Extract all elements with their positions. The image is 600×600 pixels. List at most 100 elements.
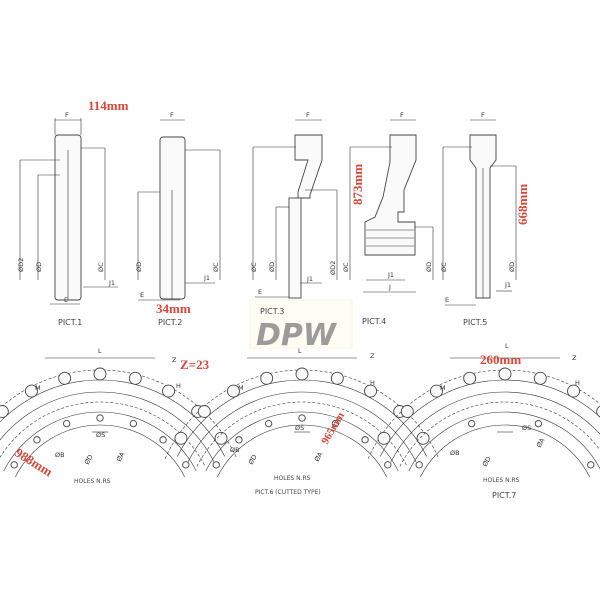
f-label: F — [400, 111, 404, 119]
pict-5-caption: PICT.5 — [463, 318, 487, 327]
d-label: ØD — [83, 453, 95, 466]
bolt-hole — [62, 419, 71, 428]
e-dimension-value: 34mm — [156, 301, 191, 316]
m-label: M — [238, 384, 244, 392]
f-dimension-value: 114mm — [88, 98, 129, 113]
pict-3-caption: PICT.3 — [260, 307, 284, 316]
c-label: ØC — [212, 262, 220, 272]
segment-arc — [379, 379, 600, 457]
e-label: E — [258, 288, 262, 296]
j1-label: J1 — [108, 279, 115, 287]
l-label: L — [298, 347, 302, 355]
f-label: F — [170, 111, 174, 119]
segment-arc — [205, 411, 399, 472]
segment-arc — [408, 411, 600, 472]
d-label: ØD — [135, 262, 143, 272]
c-label: ØC — [97, 262, 105, 272]
a-dimension-value: 965mm — [319, 410, 347, 446]
a-label: ØA — [115, 450, 127, 463]
pict-4-drawing — [349, 119, 434, 293]
c-dimension-value: 873mm — [350, 164, 365, 205]
pict-2-drawing — [137, 119, 221, 301]
bolt-hole — [182, 461, 190, 469]
sprocket-tooth — [227, 384, 240, 398]
c-label: ØC — [250, 262, 258, 272]
j1-label: J1 — [203, 274, 210, 282]
holes-label: HOLES N.RS — [274, 475, 311, 482]
sprocket-tooth — [377, 431, 391, 445]
d-label: ØD — [247, 453, 259, 466]
segment-arc — [390, 391, 600, 463]
pict-5-drawing — [442, 119, 517, 306]
e-label: E — [64, 296, 68, 304]
z-label: Z — [172, 356, 177, 364]
pict-6-caption: PICT.6 (CUTTED TYPE) — [255, 489, 321, 496]
segment-arc — [217, 424, 387, 478]
d-label: ØD — [35, 262, 43, 272]
bolt-hole — [331, 419, 340, 428]
bolt-hole — [587, 461, 595, 469]
sprocket-segments — [0, 357, 600, 478]
z-label: Z — [572, 354, 577, 362]
z-label: Z — [370, 352, 375, 360]
bolt-hole — [235, 436, 243, 444]
bolt-hole — [10, 461, 18, 469]
d2-label: ØD2 — [329, 261, 337, 275]
holes-label: HOLES N.RS — [483, 477, 520, 484]
bolt-hole — [298, 414, 306, 422]
pict-1-caption: PICT.1 — [58, 318, 82, 327]
holes-label: HOLES N.RS — [74, 478, 111, 485]
e-label: E — [140, 291, 144, 299]
sprocket-tooth — [416, 431, 430, 445]
c-label: ØC — [440, 262, 448, 272]
sprocket-tooth — [214, 431, 228, 445]
b-label: ØB — [450, 449, 460, 457]
sprocket-tooth — [58, 371, 72, 385]
sprocket-tooth — [596, 405, 600, 418]
d2-label: ØD2 — [17, 258, 25, 272]
sprocket-tooth — [174, 431, 188, 445]
m-label: M — [35, 384, 41, 392]
segment-arc — [399, 401, 600, 467]
s-label: ØS — [295, 424, 304, 432]
bolt-hole — [159, 436, 167, 444]
b-label: ØB — [230, 446, 240, 454]
sprocket-tooth — [0, 405, 9, 418]
pict-4-caption: PICT.4 — [362, 317, 386, 326]
c-label: ØC — [342, 262, 350, 272]
sprocket-tooth — [364, 384, 377, 398]
sprocket-tooth — [463, 371, 477, 385]
dpw-logo: DPW — [256, 318, 338, 353]
a-label: ØA — [313, 450, 325, 463]
pict-2-caption: PICT.2 — [158, 318, 182, 327]
s-label: ØS — [96, 431, 105, 439]
d-label: ØD — [508, 262, 516, 272]
sprocket-tooth — [25, 384, 38, 398]
sprocket-tooth — [162, 384, 175, 398]
m-label: M — [440, 384, 446, 392]
b-label: ØB — [55, 451, 65, 459]
f-label: F — [65, 111, 69, 119]
bolt-hole — [534, 419, 543, 428]
segment-arc — [0, 391, 215, 463]
e-label: E — [445, 296, 449, 304]
h-label: H — [176, 382, 181, 390]
sprocket-tooth — [498, 367, 512, 381]
j1-label: J1 — [306, 275, 313, 283]
j-label: J — [388, 283, 391, 291]
d-label: ØD — [425, 262, 433, 272]
sprocket-tooth — [567, 384, 580, 398]
bolt-hole — [415, 461, 423, 469]
sprocket-tooth — [197, 405, 211, 418]
segment-arc — [420, 424, 590, 478]
bolt-hole — [212, 461, 220, 469]
f-label: F — [306, 111, 310, 119]
a-label: ØA — [535, 436, 547, 449]
sprocket-tooth — [533, 371, 547, 385]
bolt-hole — [33, 436, 41, 444]
l-dimension-value: 260mm — [480, 352, 521, 367]
sprocket-tooth — [330, 371, 344, 385]
bolt-hole — [96, 414, 104, 422]
